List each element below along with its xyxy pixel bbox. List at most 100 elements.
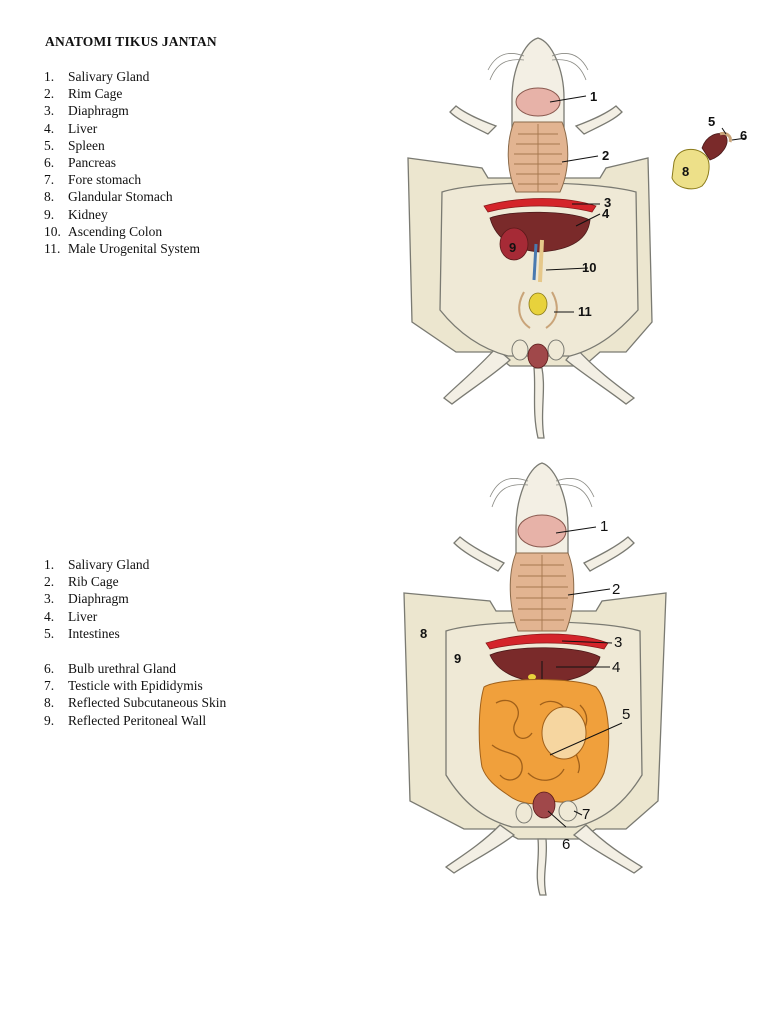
list-item: 5.Spleen — [44, 137, 200, 154]
spleen — [701, 133, 728, 161]
list-number: 6. — [44, 661, 55, 676]
organ-list-3: 6. Bulb urethral Gland 7. Testicle with Ep… — [44, 660, 226, 729]
scrotal-gland — [532, 791, 556, 819]
list-number: 3. — [44, 591, 55, 607]
list-text: Liver — [68, 120, 98, 136]
whiskers — [489, 478, 595, 508]
list-text: Diaphragm — [68, 103, 129, 119]
list-item: 7. Fore stomach — [44, 171, 200, 188]
fig1-label-11: 11 — [578, 304, 592, 319]
bladder — [528, 292, 548, 316]
fig1-label-2: 2 — [602, 148, 609, 163]
list-number: 9. — [44, 206, 55, 222]
list-number: 7. — [44, 678, 55, 694]
salivary-gland — [515, 87, 561, 117]
bulbourethral-gland-top — [528, 674, 536, 680]
fig1-label-3: 3 — [604, 195, 611, 210]
list-item: 2.Rim Cage — [44, 85, 200, 102]
testicle-right — [547, 339, 565, 361]
list-item: 4.Liver — [44, 120, 200, 137]
fig2-label-2: 2 — [612, 581, 620, 598]
list-item: 10. Ascending Colon — [44, 223, 200, 240]
rat-anatomy-figure-2: 1 2 3 4 5 6 7 8 9 — [403, 462, 667, 896]
list-number: 2. — [44, 574, 55, 590]
fig2-label-6: 6 — [562, 836, 570, 853]
list-item: 6. Pancreas — [44, 154, 200, 171]
fig1-label-9: 9 — [509, 240, 516, 255]
glandular-stomach — [671, 148, 710, 190]
fig2-label-5: 5 — [622, 706, 630, 723]
testicle-left — [515, 802, 533, 824]
fig2-label-7: 7 — [582, 806, 590, 823]
list-item: 8. Reflected Subcutaneous Skin — [44, 694, 226, 711]
fore-leg-left — [449, 105, 498, 135]
list-item: 5.Intestines — [44, 625, 149, 642]
hind-leg-right — [565, 347, 636, 405]
list-item: 9. Reflected Peritoneal Wall — [44, 712, 226, 729]
list-item: 1.Salivary Gland — [44, 68, 200, 85]
list-number: 8. — [44, 189, 55, 205]
hind-leg-left — [443, 347, 511, 405]
rat-anatomy-figure-1: 1 2 3 4 9 10 11 — [407, 37, 653, 439]
testicle-left — [511, 339, 529, 361]
kidney — [499, 227, 529, 261]
list-item: 3. Diaphragm — [44, 102, 200, 119]
diaphragm — [485, 633, 609, 650]
stomach-inset-figure: 5 6 8 — [671, 114, 747, 190]
tail — [536, 838, 548, 896]
list-number: 10. — [44, 223, 61, 239]
fig2-label-9: 9 — [454, 651, 461, 666]
pancreas — [719, 132, 732, 143]
list-item: 6. Bulb urethral Gland — [44, 660, 226, 677]
list-item: 1. Salivary Gland — [44, 556, 149, 573]
list-number: 7. — [44, 172, 55, 188]
list-number: 2. — [44, 86, 55, 102]
list-item: 9. Kidney — [44, 206, 200, 223]
list-number: 9. — [44, 712, 55, 728]
list-number: 1. — [44, 557, 55, 572]
list-number: 8. — [44, 695, 55, 711]
fore-leg-left — [453, 536, 505, 572]
list-item: 3.Diaphragm — [44, 590, 149, 607]
list-text: Pancreas — [68, 155, 116, 171]
list-text: Salivary Gland — [68, 557, 150, 572]
list-text: Fore stomach — [68, 172, 142, 188]
hind-leg-right — [572, 824, 644, 874]
fig2-label-4: 4 — [612, 659, 620, 676]
list-text: Reflected Peritoneal Wall — [68, 712, 207, 728]
list-text: Kidney — [68, 206, 108, 222]
leader-lines — [545, 95, 601, 313]
hind-leg-left — [444, 824, 516, 874]
leader-lines — [541, 526, 623, 828]
fore-leg-right — [574, 105, 623, 135]
list-item: 2.Rib Cage — [44, 573, 149, 590]
list-item: 8. Glandular Stomach — [44, 188, 200, 205]
list-text: Glandular Stomach — [68, 189, 173, 205]
inset-label-5: 5 — [708, 114, 715, 129]
list-text: Testicle with Epididymis — [68, 678, 203, 694]
blood-vessel — [532, 243, 538, 281]
organ-list-2: 1.Salivary Gland 2.Rib Cage 3.Diaphragm … — [44, 556, 149, 642]
list-number: 6. — [44, 155, 55, 171]
fig1-label-1: 1 — [590, 89, 597, 104]
inset-label-8: 8 — [682, 164, 689, 179]
list-text: Ascending Colon — [68, 223, 163, 239]
list-number: 1. — [44, 69, 55, 84]
list-item: 4. Liver — [44, 608, 149, 625]
document-title: ANATOMI TIKUS JANTAN — [45, 34, 217, 49]
testicle-right — [558, 800, 578, 822]
diaphragm — [483, 198, 597, 213]
list-number: 4. — [44, 608, 55, 624]
list-text: Bulb urethral Gland — [68, 661, 176, 676]
salivary-gland — [517, 514, 567, 548]
list-item: 11.Male Urogenital System — [44, 240, 200, 257]
fore-leg-right — [583, 536, 635, 572]
list-number: 3. — [44, 103, 55, 119]
tail — [533, 367, 545, 439]
list-text: Reflected Subcutaneous Skin — [68, 695, 227, 711]
list-number: 5. — [44, 137, 55, 153]
scrotal-gland — [527, 343, 549, 369]
fig1-label-4: 4 — [602, 206, 610, 221]
list-text: Liver — [68, 608, 98, 624]
inset-label-6: 6 — [740, 128, 747, 143]
